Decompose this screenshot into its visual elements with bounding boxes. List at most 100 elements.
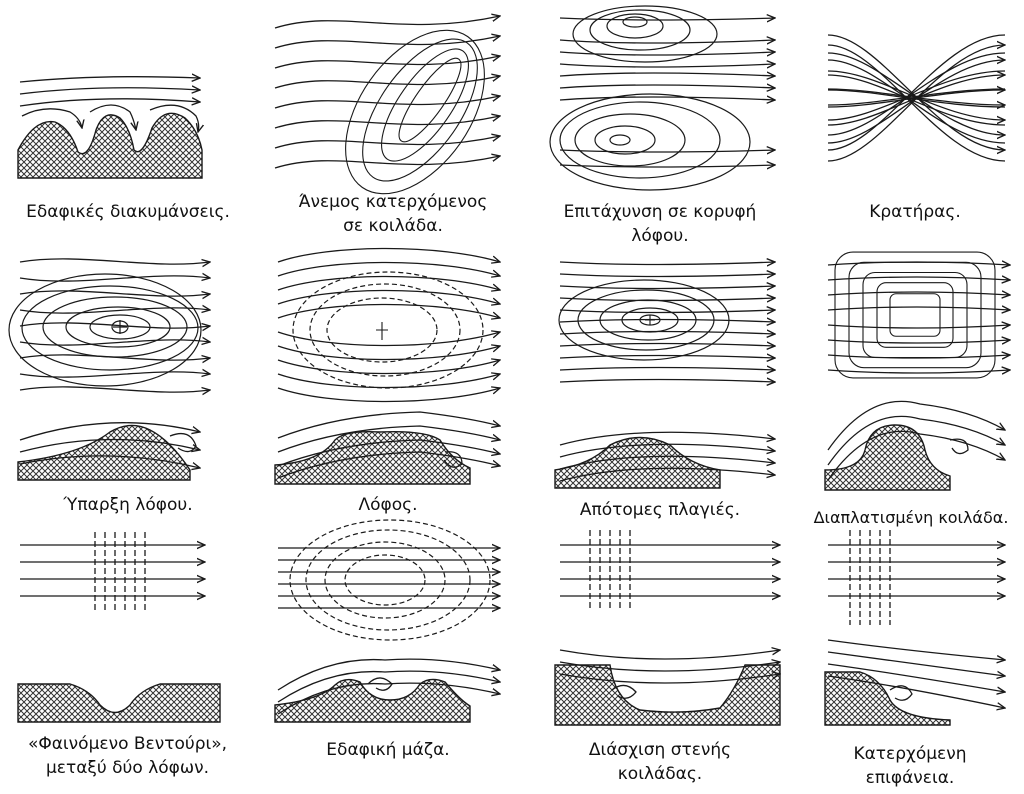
streamline (20, 372, 210, 377)
streamline (828, 35, 1005, 150)
contour-line (890, 294, 940, 337)
contour-line (325, 542, 445, 618)
caption-valley-descending-wind: Άνεμος κατερχόμενος σε κοιλάδα. (268, 190, 518, 238)
streamline (560, 274, 775, 277)
streamline (828, 640, 1005, 660)
streamline (20, 340, 210, 345)
ground-hatch (555, 665, 780, 725)
streamline (278, 659, 500, 690)
contour-line (9, 274, 201, 386)
summit-marker (376, 322, 388, 340)
ground-hatch (825, 425, 950, 490)
caption-line: επιφάνεια. (805, 766, 1015, 790)
caption-line: Απότομες πλαγιές. (540, 498, 780, 522)
diagram-wide-valley (825, 252, 1010, 490)
streamline (275, 156, 500, 168)
streamline (278, 277, 500, 291)
streamline (275, 16, 500, 28)
ground-hatch (275, 679, 470, 722)
caption-narrow-gorge: Διάσχιση στενής κοιλάδας. (540, 738, 780, 786)
caption-line: «Φαινόμενο Βεντούρι», (0, 732, 255, 756)
diagram-hill (275, 249, 500, 485)
caption-line: Επιτάχυνση σε κορυφή (540, 200, 780, 224)
streamline (560, 298, 775, 301)
streamline (20, 291, 210, 296)
streamline (20, 308, 210, 313)
streamline (560, 380, 775, 383)
streamline (278, 249, 500, 263)
streamline (828, 35, 1005, 150)
streamline (828, 370, 1010, 373)
streamline (828, 325, 1010, 328)
contour-line (290, 520, 490, 640)
ground-hatch (18, 113, 202, 178)
caption-line: Κατερχόμενη (805, 742, 1015, 766)
diagram-terrain-undulations (18, 77, 202, 178)
diagram-crater (828, 35, 1005, 161)
streamline (560, 332, 775, 335)
caption-line: Εδαφική μάζα. (268, 738, 508, 762)
streamline (20, 88, 200, 94)
caption-line: Διάσχιση στενής (540, 738, 780, 762)
caption-ground-mass: Εδαφική μάζα. (268, 738, 508, 762)
caption-venturi: «Φαινόμενο Βεντούρι», μεταξύ δύο λόφων. (0, 732, 255, 780)
caption-line: λόφου. (540, 224, 780, 248)
streamline (560, 165, 775, 167)
diagram-steep-slopes (555, 262, 775, 488)
streamline (20, 259, 210, 264)
diagram-descending-surface (825, 530, 1005, 725)
streamline (275, 96, 500, 108)
diagram-narrow-gorge (555, 530, 780, 725)
diagram-hilltop-acceleration (550, 6, 775, 190)
caption-steep-slopes: Απότομες πλαγιές. (540, 498, 780, 522)
streamline (560, 64, 775, 67)
streamline (278, 388, 500, 402)
contour-line (863, 273, 967, 358)
diagram-ground-mass (275, 520, 500, 722)
contour-line (623, 17, 647, 27)
contour-line (835, 252, 995, 378)
caption-line: σε κοιλάδα. (268, 214, 518, 238)
caption-hill-presence: Ύπαρξη λόφου. (8, 493, 248, 517)
streamline (20, 387, 210, 392)
streamline (560, 150, 775, 152)
streamline (278, 305, 500, 319)
caption-wide-valley: Διαπλατισμένη κοιλάδα. (800, 506, 1022, 530)
streamline (20, 77, 200, 82)
ground-hatch (275, 432, 470, 484)
caption-line: μεταξύ δύο λόφων. (0, 756, 255, 780)
ground-hatch (18, 684, 220, 722)
diagram-hill-presence (9, 259, 210, 480)
caption-line: Λόφος. (268, 493, 508, 517)
caption-line: Κρατήρας. (815, 200, 1015, 224)
contour-line (345, 555, 425, 605)
diagram-valley-descending-wind (275, 5, 513, 219)
contour-line (340, 20, 500, 200)
contour-line (610, 135, 630, 145)
streamline (560, 40, 775, 43)
streamline (560, 344, 775, 347)
caption-crater: Κρατήρας. (815, 200, 1015, 224)
contour-line (317, 5, 513, 219)
caption-line: κοιλάδας. (540, 762, 780, 786)
streamline (828, 277, 1010, 280)
streamline (560, 18, 775, 20)
streamline (560, 97, 775, 100)
streamline (20, 276, 210, 281)
caption-line: Ύπαρξη λόφου. (8, 493, 248, 517)
streamline (278, 360, 500, 374)
caption-hilltop-acceleration: Επιτάχυνση σε κορυφή λόφου. (540, 200, 780, 248)
streamline (560, 262, 775, 265)
diagram-venturi (18, 532, 220, 722)
caption-line: Διαπλατισμένη κοιλάδα. (800, 506, 1022, 530)
streamline (560, 73, 775, 76)
streamline (828, 340, 1010, 343)
streamline (278, 346, 500, 360)
streamline (828, 355, 1010, 358)
streamline (560, 320, 775, 323)
streamline (560, 368, 775, 371)
contour-line (590, 10, 690, 50)
streamline (278, 332, 500, 346)
streamline (275, 136, 500, 148)
